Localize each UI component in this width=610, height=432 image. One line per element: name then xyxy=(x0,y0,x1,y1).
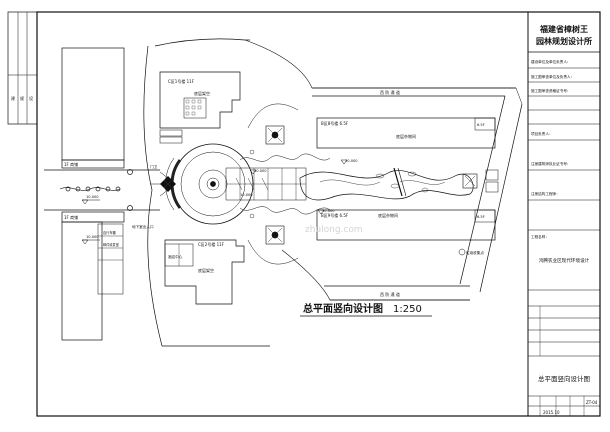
plan-title: 总平面竖向设计图 xyxy=(303,302,383,315)
org-name-line1: 福建省樟树王 xyxy=(539,24,588,34)
project-name: 鸿腾农业区现代环境设计 xyxy=(539,257,590,264)
c1-inner: 底层架空 xyxy=(194,90,210,96)
elev-6: 10.000 xyxy=(240,193,253,197)
pavilion-east xyxy=(462,173,478,189)
left-shop-top xyxy=(61,159,125,169)
road-label-north: 西 防 通 道 xyxy=(380,89,400,95)
watermark: zhulong.com xyxy=(305,225,363,235)
compass-star-icon xyxy=(160,176,176,192)
b9-label: B区9号楼 6.5F xyxy=(321,212,349,218)
b8-label: B区8号楼 6.5F xyxy=(321,120,349,126)
binding-col-3: 设 xyxy=(29,95,33,101)
field-3: 施工图审查资格证书号： xyxy=(531,88,571,93)
c2-inner: 底层架空 xyxy=(198,267,214,273)
org-name-line2: 园林规划设计所 xyxy=(536,36,592,46)
left-shop-top-label: 1F 商铺 xyxy=(64,161,78,167)
site-plan xyxy=(44,38,523,347)
building-b8 xyxy=(316,117,496,149)
building-c2 xyxy=(164,239,245,305)
garbage-label: 垃圾收集点 xyxy=(466,250,484,255)
c1-label: C区1号楼 11F xyxy=(168,78,195,84)
binding-col-2: 规 xyxy=(20,95,24,101)
building-c1 xyxy=(159,71,241,129)
road-label-south: 西 防 通 道 xyxy=(380,291,400,297)
date-value: 2015.10 xyxy=(543,410,560,415)
elev-4: 10.000 xyxy=(322,209,335,213)
field-2: 施工图审查单位及负责人： xyxy=(531,74,574,79)
pavilion-north xyxy=(265,125,285,145)
elev-3: 10.000 xyxy=(254,169,267,173)
elev-2: 10.000 xyxy=(86,235,99,239)
underground-entry-label: 地下室出入口 xyxy=(132,224,154,229)
b8-inner: 底层杂物间 xyxy=(396,133,416,139)
b8-tag: 6.5F xyxy=(477,123,485,127)
plan-scale: 1:250 xyxy=(393,304,422,315)
pavilion-south xyxy=(265,225,285,245)
left-shop-bot-label: 1F 商铺 xyxy=(64,214,78,220)
elev-5: 10.000 xyxy=(345,159,358,163)
title-block xyxy=(527,11,601,417)
field-1: 建设单位及单位负责人： xyxy=(531,59,571,64)
left-block-top xyxy=(61,47,125,161)
water-feature xyxy=(299,170,474,201)
b9-tag: 6.5F xyxy=(477,215,485,219)
sheet-number: ZT-04 xyxy=(586,400,598,405)
sheet-border xyxy=(36,11,601,417)
field-5: 注册建筑师执业证书号： xyxy=(531,161,571,166)
building-b9 xyxy=(316,209,496,241)
field-project: 工程名称： xyxy=(531,234,549,239)
b9-inner: 底层杂物间 xyxy=(378,212,398,218)
drawing-name: 总平面竖向设计图 xyxy=(538,374,590,383)
guardhouse-label: 门卫 xyxy=(150,164,158,169)
binding-col-1: 建 xyxy=(11,95,15,101)
c2-sub: 酒店中心 xyxy=(168,254,183,259)
c2-label: C区2号楼 11F xyxy=(198,241,225,247)
field-4: 项目负责人： xyxy=(531,131,553,136)
left-block-bottom xyxy=(61,221,103,341)
elev-1: 10.000 xyxy=(86,195,99,199)
bike-label: 自行车棚 xyxy=(103,230,116,235)
mail-label: 邮件收发室 xyxy=(103,242,119,247)
binding-strip xyxy=(7,11,38,125)
field-6: 注册结构工程师： xyxy=(531,191,560,196)
elevation-markers xyxy=(81,159,348,245)
